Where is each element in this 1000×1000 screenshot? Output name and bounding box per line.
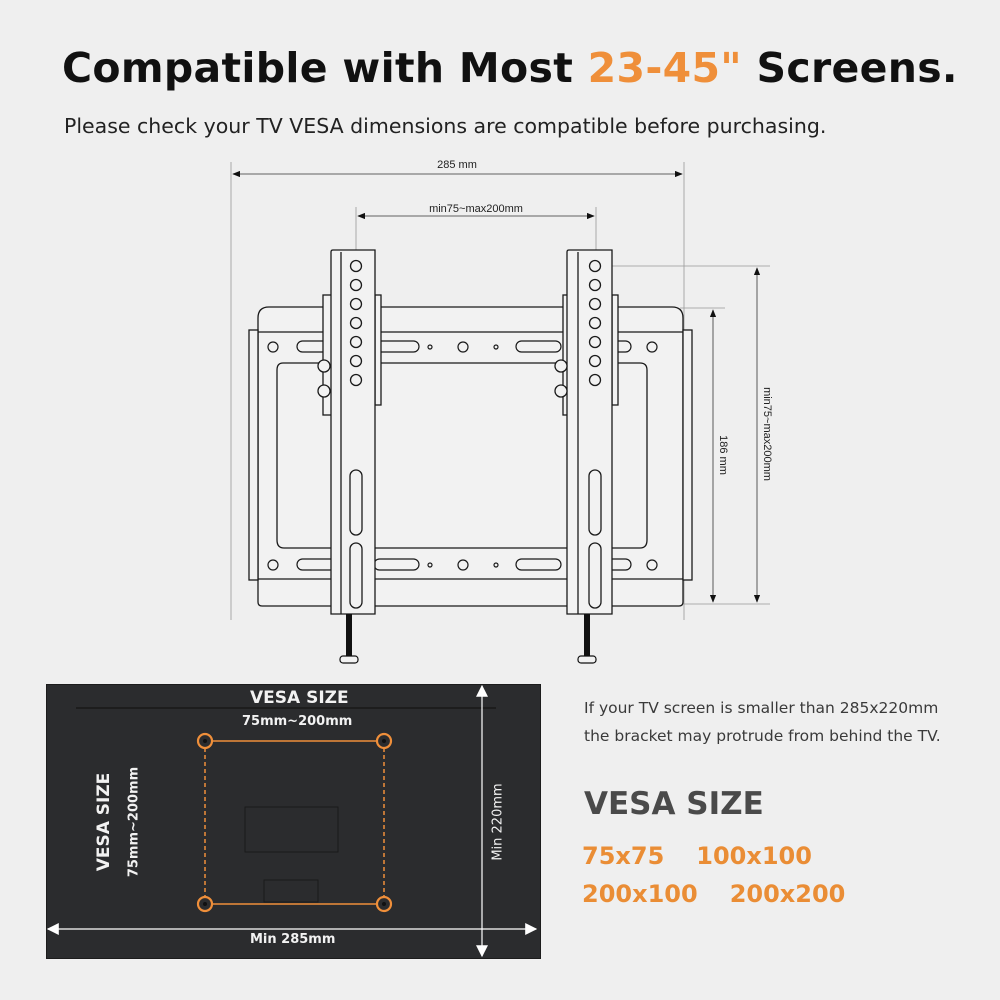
- tv-back-diagram: VESA SIZE 75mm~200mm VESA SIZE 75mm~200m…: [46, 684, 541, 959]
- note-line-1: If your TV screen is smaller than 285x22…: [584, 699, 939, 717]
- vesa-top-title: VESA SIZE: [250, 688, 349, 708]
- page-title: Compatible with Most 23-45" Screens.: [62, 44, 958, 92]
- vesa-size-item: 75x75: [582, 842, 665, 870]
- vesa-size-item: 200x100: [582, 880, 698, 908]
- vesa-horizontal-label: min75~max200mm: [429, 203, 523, 215]
- title-accent-size: 23-45": [587, 44, 742, 92]
- vesa-size-item: 100x100: [696, 842, 812, 870]
- safety-bolt-icon: [339, 614, 597, 664]
- title-prefix: Compatible with Most: [62, 44, 588, 92]
- min-height-label: Min 220mm: [490, 783, 506, 861]
- vesa-size-list: 75x75 100x100 200x100 200x200: [582, 842, 982, 918]
- vesa-top-range: 75mm~200mm: [242, 714, 353, 729]
- vesa-vertical-label: min75~max200mm: [761, 387, 773, 481]
- min-width-label: Min 285mm: [250, 932, 336, 947]
- note-line-2: the bracket may protrude from behind the…: [584, 727, 941, 745]
- vesa-size-heading: VESA SIZE: [584, 786, 764, 822]
- size-warning-note: If your TV screen is smaller than 285x22…: [584, 694, 941, 750]
- title-suffix: Screens.: [741, 44, 958, 92]
- page-subtitle: Please check your TV VESA dimensions are…: [64, 114, 827, 138]
- vesa-side-title: VESA SIZE: [94, 772, 114, 872]
- vesa-side-range: 75mm~200mm: [126, 766, 142, 878]
- bracket-diagram: 285 mm min75~max200mm 186 mm min75~max20…: [230, 159, 773, 664]
- width-dimension-label: 285 mm: [437, 159, 477, 171]
- vesa-size-item: 200x200: [729, 880, 846, 908]
- height-dimension-label: 186 mm: [717, 435, 729, 475]
